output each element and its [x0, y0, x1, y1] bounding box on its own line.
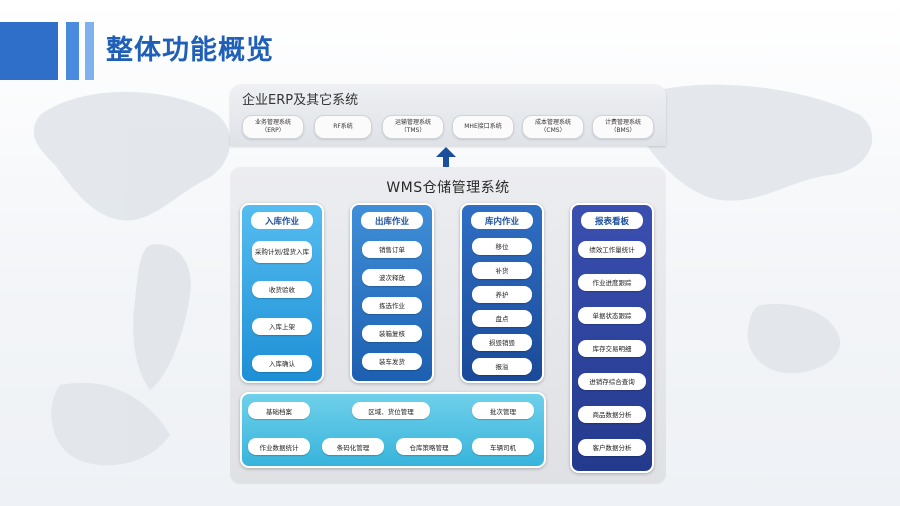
reports-column: 报表看板 绩效工作量统计 作业进度跟踪 单据状态跟踪 库存交易明细 进销存综合查… — [570, 203, 654, 473]
inbound-item: 采购计划/提货入库 — [252, 241, 312, 263]
header-accent-bar — [0, 22, 58, 80]
outbound-column: 出库作业 销售订单 波次释放 拣选作业 装箱复核 装车发货 — [350, 203, 434, 383]
erp-item-label: 计费管理系统 — [604, 119, 641, 126]
erp-item-sublabel: （CMS） — [540, 127, 566, 134]
erp-item-cost: 成本管理系统 （CMS） — [522, 115, 584, 139]
base-item: 区域、货位管理 — [352, 402, 430, 419]
outbound-item: 波次释放 — [362, 269, 422, 286]
world-map-background — [33, 84, 873, 466]
reports-header: 报表看板 — [581, 212, 643, 229]
inventory-item: 养护 — [472, 286, 532, 303]
base-item: 仓库策略管理 — [396, 438, 462, 455]
erp-item-rf: RF系统 — [314, 115, 372, 139]
outbound-item: 装箱复核 — [362, 325, 422, 342]
inventory-item: 报溢 — [472, 358, 532, 375]
erp-item-transport: 运输管理系统 （TMS） — [382, 115, 444, 139]
reports-item: 绩效工作量统计 — [578, 241, 646, 258]
reports-item: 单据状态跟踪 — [578, 307, 646, 324]
erp-item-business: 业务管理系统 （ERP） — [242, 115, 304, 139]
header-accent-bar — [85, 22, 94, 80]
outbound-header: 出库作业 — [361, 212, 423, 229]
base-item: 车辆司机 — [472, 438, 534, 455]
inbound-item: 入库确认 — [252, 355, 312, 372]
inbound-column: 入库作业 采购计划/提货入库 收货验收 入库上架 入库确认 — [240, 203, 324, 383]
base-functions-panel: 基础档案 区域、货位管理 批次管理 作业数据统计 条码化管理 仓库策略管理 车辆… — [240, 392, 546, 468]
inbound-item: 收货验收 — [252, 281, 312, 298]
reports-item: 客户数据分析 — [578, 439, 646, 456]
erp-item-label: 运输管理系统 — [394, 119, 431, 126]
base-item: 作业数据统计 — [248, 438, 310, 455]
erp-item-label: 业务管理系统 — [254, 119, 291, 126]
inventory-item: 损毁销毁 — [472, 334, 532, 351]
header-accent-bar — [66, 22, 79, 80]
wms-panel-title: WMS仓储管理系统 — [386, 180, 510, 196]
reports-item: 商品数据分析 — [578, 406, 646, 423]
page-title: 整体功能概览 — [106, 35, 274, 66]
reports-item: 库存交易明细 — [578, 340, 646, 357]
inventory-column: 库内作业 移位 补货 养护 盘点 损毁销毁 报溢 — [460, 203, 544, 383]
reports-item: 作业进度跟踪 — [578, 274, 646, 291]
inventory-item: 移位 — [472, 238, 532, 255]
erp-item-label: MHE接口系统 — [464, 123, 502, 130]
erp-item-billing: 计费管理系统 （BMS） — [592, 115, 654, 139]
erp-item-label: RF系统 — [333, 123, 353, 130]
erp-item-sublabel: （ERP） — [261, 127, 285, 134]
erp-systems-panel: 企业ERP及其它系统 业务管理系统 （ERP） RF系统 运输管理系统 （TMS… — [230, 84, 666, 146]
erp-item-sublabel: （TMS） — [400, 127, 426, 134]
base-item: 条码化管理 — [322, 438, 384, 455]
outbound-item: 销售订单 — [362, 241, 422, 258]
inventory-item: 补货 — [472, 262, 532, 279]
erp-item-label: 成本管理系统 — [534, 119, 571, 126]
base-item: 基础档案 — [248, 402, 310, 419]
outbound-item: 装车发货 — [362, 353, 422, 370]
erp-item-sublabel: （BMS） — [610, 127, 636, 134]
inbound-item: 入库上架 — [252, 318, 312, 335]
base-item: 批次管理 — [472, 402, 534, 419]
reports-item: 进销存综合查询 — [578, 373, 646, 390]
inventory-header: 库内作业 — [471, 212, 533, 229]
erp-item-mhe: MHE接口系统 — [452, 115, 514, 139]
erp-panel-title: 企业ERP及其它系统 — [242, 93, 359, 108]
inventory-item: 盘点 — [472, 310, 532, 327]
outbound-item: 拣选作业 — [362, 297, 422, 314]
system-architecture-diagram: 企业ERP及其它系统 业务管理系统 （ERP） RF系统 运输管理系统 （TMS… — [230, 84, 666, 484]
wms-panel: WMS仓储管理系统 入库作业 采购计划/提货入库 收货验收 入库上架 入库确认 … — [230, 167, 666, 484]
inbound-header: 入库作业 — [251, 212, 313, 229]
